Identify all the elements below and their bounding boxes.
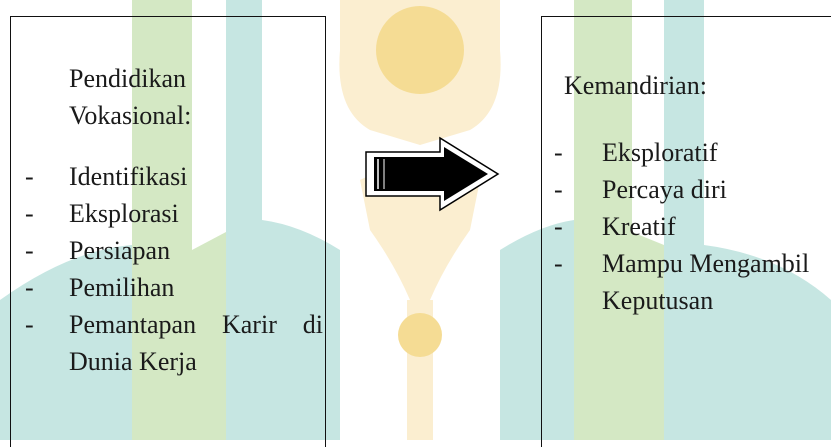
independence-box: Kemandirian: - Eksploratif - Percaya diri … (541, 16, 831, 447)
bullet-dash: - (25, 236, 34, 265)
vocational-education-box: Pendidikan Vokasional: - Identifikasi - Ek… (10, 16, 326, 447)
bullet-dash: - (554, 138, 563, 167)
list-item: - Percaya diri (554, 171, 824, 208)
list-item: - Identifikasi (25, 158, 323, 195)
bullet-dash: - (25, 273, 34, 302)
list-item-text: Pemantapan Karir di Dunia Kerja (69, 310, 323, 376)
list-item: - Kreatif (554, 208, 824, 245)
independence-trait-list: - Eksploratif - Percaya diri - Kreatif - Mam… (554, 134, 824, 319)
bullet-dash: - (554, 175, 563, 204)
list-item-text: Eksplorasi (69, 199, 179, 228)
bullet-dash: - (25, 162, 34, 191)
list-item-text: Mampu Mengambil Keputusan (602, 249, 810, 315)
list-item-text: Kreatif (602, 212, 676, 241)
bullet-dash: - (25, 199, 34, 228)
vocational-education-heading: Pendidikan Vokasional: (69, 64, 192, 130)
right-arrow-icon (365, 136, 500, 212)
vocational-stage-list: - Identifikasi - Eksplorasi - Persiapan - Pe… (25, 158, 323, 380)
list-item: - Eksplorasi (25, 195, 323, 232)
list-item: - Pemantapan Karir di Dunia Kerja (25, 306, 323, 380)
bullet-dash: - (554, 249, 563, 278)
list-item: - Pemilihan (25, 269, 323, 306)
list-item-text: Percaya diri (602, 175, 727, 204)
bullet-dash: - (25, 310, 34, 339)
list-item-text: Identifikasi (69, 162, 188, 191)
bullet-dash: - (554, 212, 563, 241)
list-item: - Eksploratif (554, 134, 824, 171)
list-item: - Persiapan (25, 232, 323, 269)
list-item-text: Pemilihan (69, 273, 175, 302)
independence-heading: Kemandirian: (564, 71, 707, 100)
list-item-text: Eksploratif (602, 138, 718, 167)
list-item: - Mampu Mengambil Keputusan (554, 245, 824, 319)
list-item-text: Persiapan (69, 236, 171, 265)
